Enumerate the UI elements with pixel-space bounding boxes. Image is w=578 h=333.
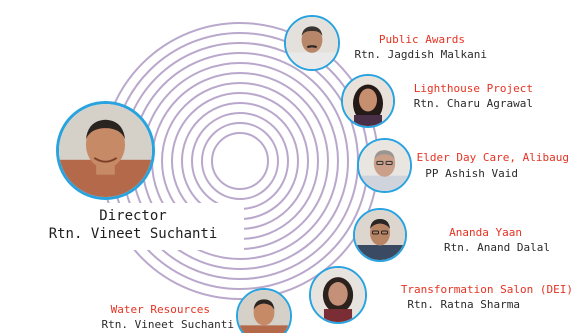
project-role-public-awards: Public Awards	[378, 33, 465, 46]
project-person-elder-day-care: PP Ashish Vaid	[425, 167, 518, 180]
man-portrait-icon	[355, 210, 405, 260]
project-person-lighthouse-project: Rtn. Charu Agrawal	[413, 97, 533, 110]
project-avatar-public-awards	[284, 15, 340, 71]
project-avatar-ananda-yaan	[353, 208, 407, 262]
project-avatar-elder-day-care	[357, 138, 412, 193]
project-person-ananda-yaan: Rtn. Anand Dalal	[444, 241, 550, 254]
project-role-lighthouse-project: Lighthouse Project	[413, 82, 533, 95]
woman-portrait-icon	[343, 76, 393, 126]
project-role-transformation-salon: Transformation Salon (DEI)	[400, 283, 573, 296]
man-portrait-icon	[359, 140, 410, 191]
project-avatar-lighthouse-project	[341, 74, 395, 128]
man-portrait-icon	[238, 290, 290, 333]
project-person-transformation-salon: Rtn. Ratna Sharma	[407, 298, 520, 311]
project-role-ananda-yaan: Ananda Yaan	[449, 226, 522, 239]
man-portrait-icon	[59, 104, 152, 197]
project-avatar-water-resources	[236, 288, 292, 333]
project-person-water-resources: Rtn. Vineet Suchanti	[101, 318, 234, 331]
director-avatar	[56, 101, 155, 200]
woman-portrait-icon	[311, 268, 365, 322]
director-name: Rtn. Vineet Suchanti	[48, 226, 218, 242]
director-title: Director	[99, 208, 167, 224]
project-role-elder-day-care: Elder Day Care, Alibaug	[416, 151, 569, 164]
project-avatar-transformation-salon	[309, 266, 367, 324]
project-person-public-awards: Rtn. Jagdish Malkani	[354, 48, 487, 61]
man-portrait-icon	[286, 17, 338, 69]
director-card: Director Rtn. Vineet Suchanti	[22, 203, 244, 250]
project-role-water-resources: Water Resources	[110, 303, 210, 316]
